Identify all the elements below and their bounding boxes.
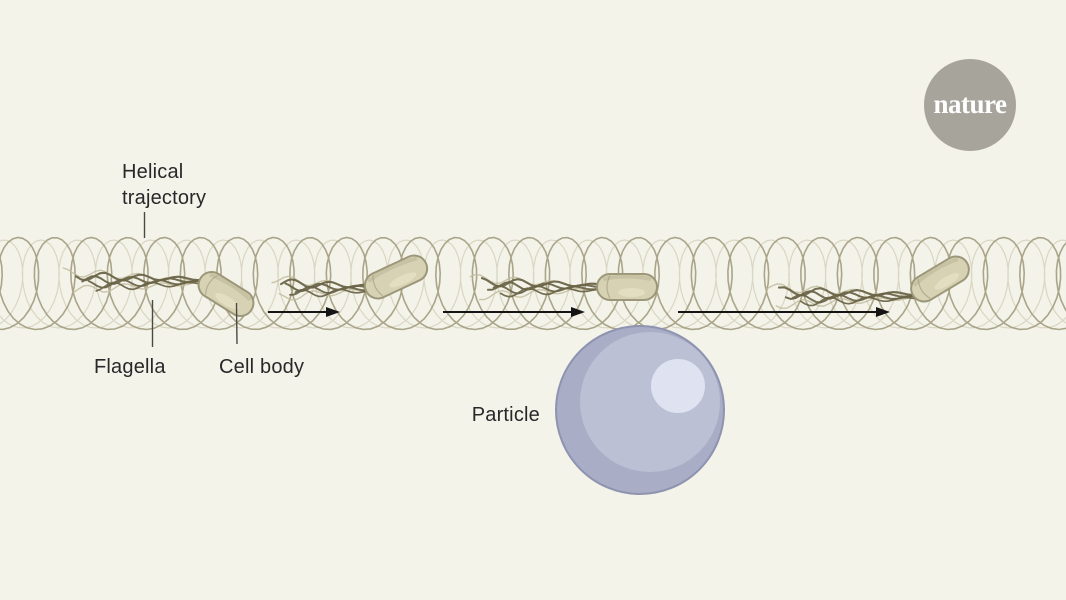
helical-trajectory-coil bbox=[0, 236, 1066, 331]
bacterium bbox=[469, 273, 658, 301]
particle-label: Particle bbox=[471, 404, 540, 426]
particle-sphere-highlight bbox=[651, 359, 705, 413]
cell-body-seam bbox=[372, 275, 384, 297]
particle-sphere bbox=[555, 325, 725, 495]
flagellum-strand bbox=[95, 281, 203, 292]
cell-body-capsule bbox=[363, 254, 429, 300]
cell-body-highlight bbox=[389, 272, 417, 288]
cell-body-highlight bbox=[618, 288, 645, 297]
flagellum-strand bbox=[784, 290, 915, 301]
flagellum-strand bbox=[486, 281, 600, 291]
cell-body-label: Cell body bbox=[219, 356, 305, 378]
cell-body-seam bbox=[917, 278, 931, 299]
cell-body-top-shade bbox=[602, 274, 652, 281]
motion-arrows bbox=[268, 307, 890, 317]
flagellum-strand bbox=[492, 284, 600, 295]
cell-body-highlight bbox=[934, 273, 960, 290]
motion-arrow bbox=[678, 307, 890, 317]
cell-body-capsule bbox=[596, 273, 658, 301]
flagellum-strand bbox=[294, 288, 372, 298]
flagellum-strand bbox=[81, 275, 203, 285]
cell-body-shape bbox=[910, 255, 970, 303]
flagellum-strand bbox=[799, 296, 915, 307]
cell-body-capsule bbox=[910, 255, 970, 303]
cell-body-shape bbox=[363, 254, 429, 300]
helix-coil-back bbox=[0, 239, 1066, 329]
leader-lines bbox=[143, 212, 238, 347]
flagellum-strand bbox=[479, 287, 600, 301]
helical-trajectory-label: Helical trajectory bbox=[122, 161, 207, 209]
flagellum-strand bbox=[499, 287, 600, 298]
bacterium bbox=[764, 255, 970, 310]
cell-body-capsule bbox=[197, 270, 255, 318]
bacterium bbox=[62, 267, 255, 318]
helix-coil-front bbox=[0, 236, 1066, 331]
cell-body-top-shade bbox=[209, 272, 252, 302]
cell-body-seam bbox=[204, 274, 218, 295]
nature-logo-text: nature bbox=[933, 88, 1007, 119]
cell-body-top-shade bbox=[912, 257, 959, 287]
flagellum-strand bbox=[791, 293, 915, 304]
cell-body-leader-line bbox=[235, 302, 238, 345]
motion-arrow bbox=[443, 307, 585, 317]
motion-arrow bbox=[268, 307, 340, 317]
cell-body-top-shade bbox=[366, 256, 418, 283]
cell-body-highlight bbox=[215, 292, 239, 310]
bacterium bbox=[271, 254, 429, 301]
bacteria-group bbox=[62, 254, 970, 318]
nature-logo: nature bbox=[924, 59, 1016, 151]
cell-body-seam bbox=[606, 275, 611, 299]
flagellum-strand bbox=[74, 271, 204, 282]
cell-body-shape bbox=[197, 270, 255, 318]
flagella-label: Flagella bbox=[94, 356, 166, 378]
